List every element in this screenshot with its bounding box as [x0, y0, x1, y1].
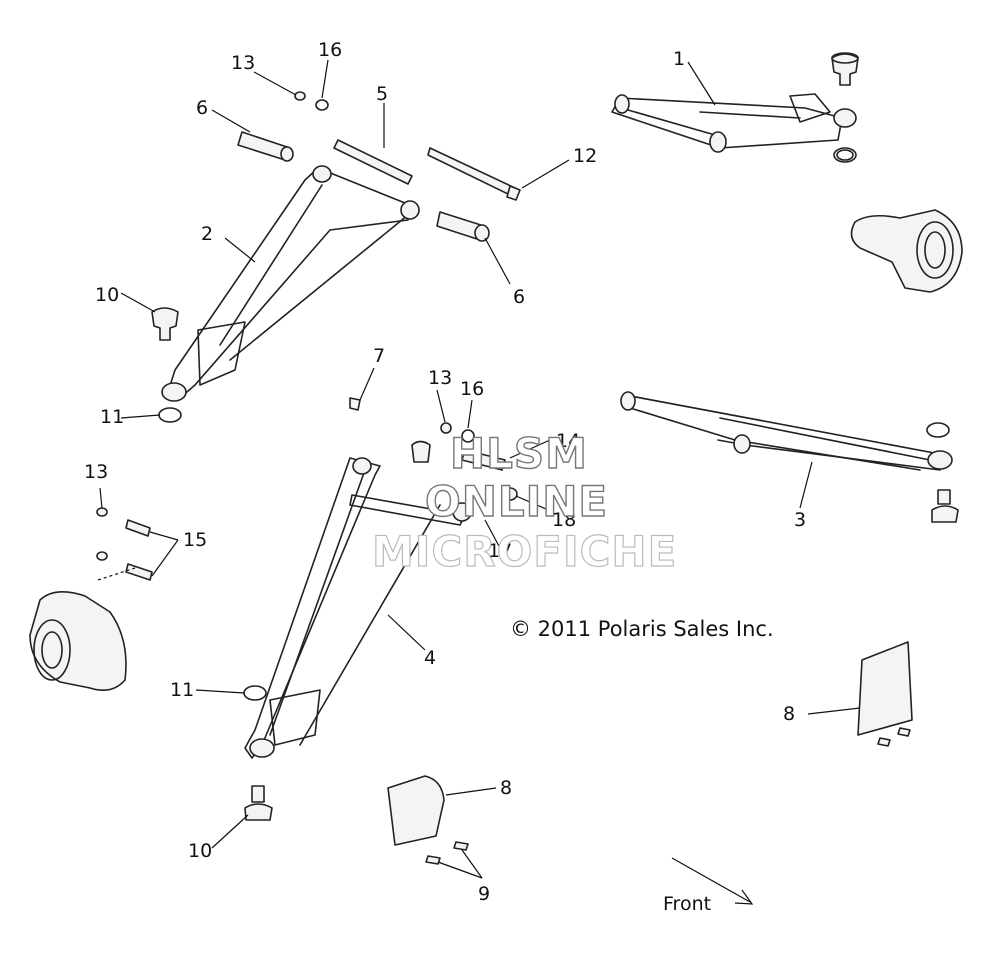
callout-13: 13: [84, 461, 108, 483]
watermark-line-1: HLSM: [450, 429, 588, 478]
callout-18: 18: [552, 509, 576, 531]
part-17-bushing: [461, 449, 506, 471]
callout-16: 16: [460, 378, 484, 400]
part-9-screw: [425, 855, 441, 865]
callout-labels: 1 2 3 4 5 6 6 7 8 8 9 10 10 11 11 12 13 …: [84, 39, 806, 905]
callout-11: 11: [100, 406, 124, 428]
part-6-bushing-upper: [237, 131, 294, 162]
callout-11: 11: [170, 679, 194, 701]
callout-16: 16: [318, 39, 342, 61]
leader-lines: [99, 59, 861, 879]
watermark-line-3: MICROFICHE: [372, 527, 677, 576]
front-arrow-icon: [671, 857, 751, 903]
part-15-bolt-lower: [96, 551, 153, 581]
callout-10: 10: [95, 284, 119, 306]
ball-joint-upper-right: [831, 52, 859, 86]
part-10-ball-joint-upper: [151, 307, 179, 341]
callout-8: 8: [500, 777, 512, 799]
knuckle-left: [29, 591, 127, 691]
part-18-washer: [502, 487, 518, 501]
callout-6: 6: [513, 286, 525, 308]
callout-6: 6: [196, 97, 208, 119]
part-6-bushing-lower: [436, 211, 490, 242]
washer-mid: [461, 429, 475, 443]
part-12-pivot-bolt: [427, 147, 521, 201]
callout-7: 7: [373, 345, 385, 367]
callout-17: 17: [488, 540, 512, 562]
watermark: HLSM ONLINE MICROFICHE: [371, 428, 677, 576]
nut-mid: [440, 422, 452, 434]
part-8-plate-lower: [387, 775, 445, 846]
callout-1: 1: [673, 48, 685, 70]
part-5-pivot-bolt: [333, 139, 413, 185]
front-label: Front: [663, 893, 711, 915]
part-4-lower-control-arm: [244, 457, 472, 759]
screw-right: [897, 727, 911, 737]
callout-13: 13: [231, 52, 255, 74]
callout-12: 12: [573, 145, 597, 167]
callout-8: 8: [783, 703, 795, 725]
part-11-snap-ring-upper: [158, 407, 182, 423]
callout-2: 2: [201, 223, 213, 245]
callout-10: 10: [188, 840, 212, 862]
part-10-ball-joint-lower: [244, 785, 273, 821]
callout-4: 4: [424, 647, 436, 669]
part-9-screw: [453, 841, 469, 851]
callout-3: 3: [794, 509, 806, 531]
callout-13: 13: [428, 367, 452, 389]
callout-5: 5: [376, 83, 388, 105]
ball-joint-lower-right: [931, 489, 959, 523]
front-indicator: Front: [663, 857, 754, 915]
part-3-lower-control-arm: [620, 391, 953, 471]
nut-icon: [294, 91, 306, 101]
callout-9: 9: [478, 883, 490, 905]
screw-right: [877, 737, 891, 747]
copyright-text: © 2011 Polaris Sales Inc.: [510, 617, 774, 641]
part-15-bolt-upper: [96, 507, 151, 537]
washer-icon: [315, 99, 329, 111]
part-8-plate-right: [857, 641, 913, 736]
bushing-mid: [411, 440, 431, 463]
watermark-line-2: ONLINE: [425, 477, 608, 526]
part-11-snap-ring-lower: [243, 685, 267, 701]
knuckle-right: [850, 209, 963, 293]
callout-14: 14: [556, 430, 580, 452]
part-7-clip: [349, 397, 361, 411]
snap-ring-icon: [833, 147, 857, 163]
snap-ring-right: [926, 422, 950, 438]
callout-15: 15: [183, 529, 207, 551]
part-2-control-arm: [161, 165, 420, 402]
part-1-upper-control-arm: [611, 93, 857, 153]
